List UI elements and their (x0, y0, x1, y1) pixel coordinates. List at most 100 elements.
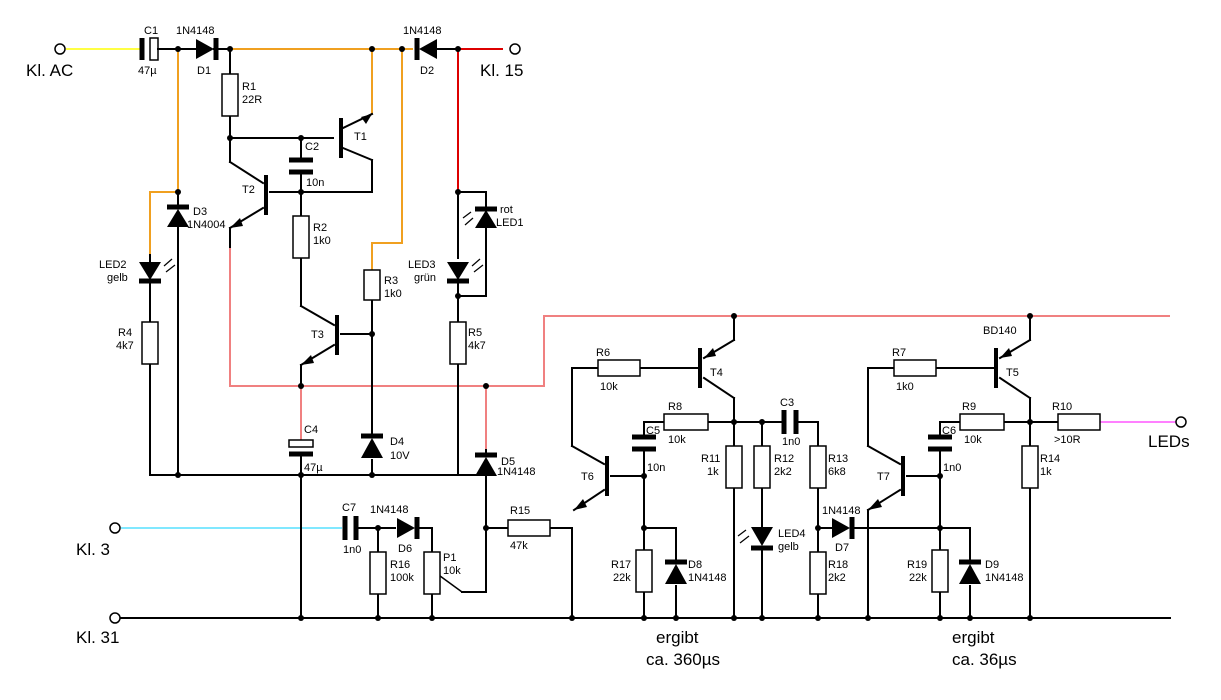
resistor-r5 (449, 321, 467, 365)
label-c4-value: 47µ (304, 462, 323, 474)
label-d3-ref: D3 (193, 206, 207, 218)
label-c1-ref: C1 (144, 25, 158, 37)
label-r1-value: 22R (242, 94, 262, 106)
label-c1-value: 47µ (138, 65, 157, 77)
label-r13-ref: R13 (828, 453, 848, 465)
label-t5-ref: T5 (1006, 367, 1019, 379)
label-c6-value: 1n0 (943, 462, 961, 474)
diode-d7 (832, 517, 855, 539)
label-r9-ref: R9 (962, 401, 976, 413)
label-r10-ref: R10 (1052, 401, 1072, 413)
label-c7-ref: C7 (342, 502, 356, 514)
capacitors (139, 37, 952, 540)
label-r19-ref: R19 (907, 559, 927, 571)
supply-wire-left (149, 49, 179, 255)
resistor-r16 (369, 551, 387, 595)
label-d2-value: 1N4148 (403, 25, 442, 37)
label-r2-value: 1k0 (313, 235, 331, 247)
resistor-r13 (809, 445, 827, 489)
capacitor-c3 (781, 410, 799, 434)
led-led4 (737, 527, 773, 551)
label-led2-value: gelb (107, 272, 128, 284)
resistor-r4 (141, 321, 159, 365)
label-t5-value: BD140 (983, 325, 1017, 337)
terminal-ac (54, 43, 66, 55)
supply-wire-r3 (371, 49, 403, 270)
label-r4-ref: R4 (118, 327, 132, 339)
label-led4-ref: LED4 (778, 528, 806, 540)
diodes (139, 38, 981, 584)
label-r13-value: 6k8 (828, 466, 846, 478)
resistor-r18 (809, 551, 827, 595)
label-led1-ref: LED1 (496, 217, 524, 229)
terminal-labels: Kl. AC Kl. 15 Kl. 3 Kl. 31 LEDs ergibt c… (26, 61, 1190, 669)
label-t2-ref: T2 (242, 184, 255, 196)
label-d9-value: 1N4148 (985, 572, 1024, 584)
component-labels: C1 47µ 1N4148 D1 1N4148 D2 R1 22R T1 C2 … (99, 25, 1081, 584)
label-d6-value: 1N4148 (370, 504, 409, 516)
label-r7-ref: R7 (892, 347, 906, 359)
label-kl-3: Kl. 3 (76, 540, 110, 559)
label-led3-ref: LED3 (408, 259, 436, 271)
label-c2-value: 10n (306, 177, 324, 189)
diode-d5 (475, 449, 497, 476)
note-1-line-2: ca. 360µs (646, 650, 720, 669)
label-r2-ref: R2 (313, 222, 327, 234)
label-d9-ref: D9 (985, 559, 999, 571)
label-r16-ref: R16 (390, 559, 410, 571)
resistor-r10 (1057, 413, 1101, 431)
label-d4-ref: D4 (390, 436, 404, 448)
label-d2-ref: D2 (420, 65, 434, 77)
resistor-r12 (753, 445, 771, 489)
label-d8-ref: D8 (688, 559, 702, 571)
label-kl-31: Kl. 31 (76, 628, 119, 647)
label-r15-ref: R15 (510, 505, 530, 517)
label-d1-ref: D1 (197, 65, 211, 77)
colored-wires (66, 48, 1176, 529)
label-c3-value: 1n0 (782, 436, 800, 448)
led-led1 (462, 206, 497, 228)
resistor-r7 (893, 359, 937, 377)
label-r15-value: 47k (510, 540, 528, 552)
note-2-line-2: ca. 36µs (952, 650, 1017, 669)
label-t1-ref: T1 (354, 131, 367, 143)
label-r4-value: 4k7 (116, 340, 134, 352)
diode-d1 (196, 38, 231, 60)
resistor-r11 (725, 445, 743, 489)
label-p1-ref: P1 (443, 552, 456, 564)
label-r10-value: >10R (1054, 434, 1081, 446)
label-d5-ref: D5 (501, 456, 515, 468)
label-d3-value: 1N4004 (187, 219, 226, 231)
resistor-r2 (292, 215, 310, 259)
label-r17-ref: R17 (611, 559, 631, 571)
diode-d6 (397, 517, 420, 539)
resistor-r8 (663, 413, 709, 431)
label-t7-ref: T7 (877, 471, 890, 483)
label-r19-value: 22k (909, 572, 927, 584)
capacitor-c6 (928, 434, 952, 452)
resistor-r1 (221, 73, 239, 117)
transistors (230, 114, 1012, 510)
rail-wire (229, 247, 1170, 387)
black-wires (120, 48, 1171, 619)
label-c5-value: 10n (647, 462, 665, 474)
label-r11-value: 1k (707, 466, 719, 478)
resistor-r9 (959, 413, 1005, 431)
label-kl-ac: Kl. AC (26, 61, 73, 80)
terminal-k3 (109, 522, 121, 534)
diode-d3 (167, 204, 189, 227)
capacitor-c7 (342, 516, 359, 540)
label-t3-ref: T3 (311, 329, 324, 341)
label-r14-ref: R14 (1040, 453, 1060, 465)
label-r8-value: 10k (668, 434, 686, 446)
label-d8-value: 1N4148 (688, 572, 727, 584)
diode-d8 (665, 559, 687, 584)
terminal-k31 (109, 612, 121, 624)
resistor-r14 (1021, 445, 1039, 489)
label-r6-value: 10k (600, 381, 618, 393)
capacitor-c5 (632, 434, 656, 452)
label-r6-ref: R6 (596, 347, 610, 359)
label-r3-ref: R3 (384, 275, 398, 287)
